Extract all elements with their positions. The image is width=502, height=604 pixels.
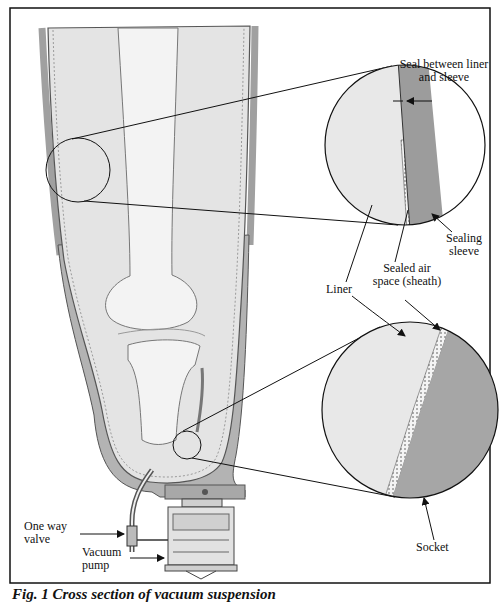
detail-circle [322, 322, 498, 498]
pump-adapter [182, 499, 222, 507]
leader-arrow [432, 214, 452, 232]
zoom-marker [173, 431, 201, 459]
part-label: Sealed air space (sheath) [370, 262, 444, 288]
leader-arrow [352, 296, 405, 336]
leader-line [395, 210, 408, 262]
knee-joint [118, 329, 205, 336]
leader-arrow [424, 498, 434, 540]
adapter-bolt [202, 489, 208, 495]
part-label: Liner [326, 283, 366, 296]
valve-hose [137, 539, 168, 541]
leader-arrow [130, 558, 164, 559]
part-label: Sealing sleeve [438, 232, 490, 258]
sheath-line [53, 28, 244, 477]
pump-chamber [173, 514, 229, 530]
pump-detail [173, 540, 229, 541]
leader-arrow [405, 300, 440, 330]
sealing-sleeve [250, 26, 255, 245]
vacuum-pump [168, 507, 234, 565]
figure-caption: Fig. 1 Cross section of vacuum suspensio… [12, 586, 276, 603]
leader-arrow [407, 101, 432, 102]
leader-line [393, 101, 403, 102]
detail-seal [320, 60, 490, 230]
leader-arrow [80, 534, 124, 535]
tibia [128, 340, 200, 445]
zoom-marker [46, 138, 110, 202]
pump-foot [186, 571, 216, 579]
pump-detail [173, 552, 229, 553]
adapter-block [165, 485, 245, 499]
part-label: Vacuum pump [82, 546, 132, 572]
detail-socket [320, 320, 500, 500]
femur [106, 28, 197, 330]
part-label: One way valve [24, 520, 80, 546]
detail-circle [325, 65, 485, 225]
leader-line [346, 205, 372, 282]
part-label: Socket [416, 541, 466, 554]
one-way-valve [127, 526, 137, 546]
pump-base [165, 565, 237, 571]
part-label: Seal between liner and sleeve [398, 58, 490, 84]
residual-limb [48, 26, 250, 483]
